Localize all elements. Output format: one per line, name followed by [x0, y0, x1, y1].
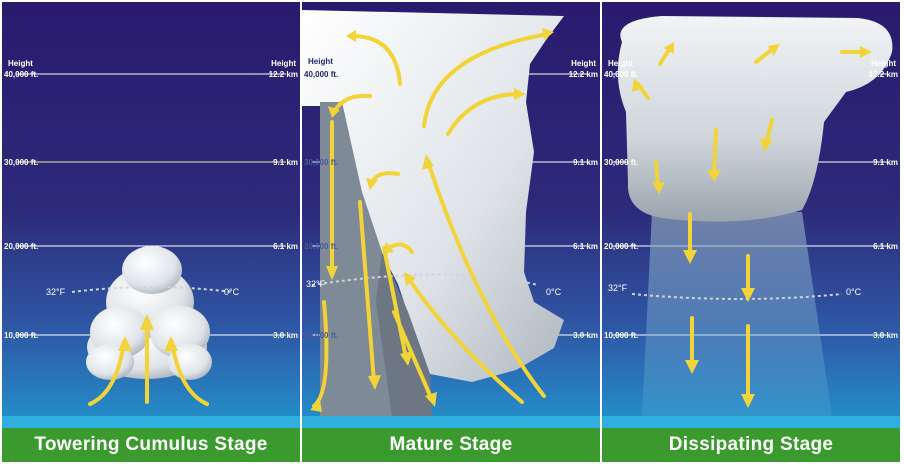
height-label-left: Height — [8, 59, 33, 68]
freezing-f-label: 32°F — [46, 287, 66, 297]
mature-illustration — [302, 2, 600, 462]
level-10k-ft: 10,000 ft. — [4, 331, 39, 340]
freezing-f-label: 32°F — [608, 283, 628, 293]
level-40k-ft: 40,000 ft. — [4, 70, 39, 79]
level-20k-km: 6.1 km — [873, 242, 898, 251]
freezing-level — [71, 286, 233, 293]
level-40k-ft: 40,000 ft. — [604, 70, 639, 79]
freezing-c-label: 0°C — [846, 287, 862, 297]
level-10k-ft: 10,000 ft. — [304, 331, 339, 340]
height-label-right: Height — [871, 59, 896, 68]
level-30k-km: 9.1 km — [873, 158, 898, 167]
level-10k-km: 3.0 km — [873, 331, 898, 340]
arrowheads — [310, 28, 554, 412]
dissipating-illustration — [602, 2, 900, 462]
level-30k-km: 9.1 km — [273, 158, 298, 167]
anvil-cloud — [302, 10, 564, 382]
level-20k-km: 6.1 km — [573, 242, 598, 251]
ground — [302, 416, 600, 428]
arrowheads — [632, 42, 872, 408]
ground — [602, 416, 900, 428]
stage-title: Mature Stage — [302, 428, 600, 462]
sky — [2, 2, 300, 462]
level-40k-km: 12.2 km — [568, 70, 598, 79]
updraft-downdraft-arrows — [312, 32, 550, 408]
level-30k-ft: 30,000 ft. — [604, 158, 639, 167]
stage-title: Towering Cumulus Stage — [2, 428, 300, 462]
level-10k-km: 3.0 km — [573, 331, 598, 340]
panel-dissipating: Height Height 40,000 ft. 12.2 km 30,000 … — [602, 2, 900, 462]
height-label-left: Height — [608, 59, 633, 68]
level-30k-ft: 30,000 ft. — [304, 158, 339, 167]
height-label-right: Height — [571, 59, 596, 68]
level-10k-ft: 10,000 ft. — [604, 331, 639, 340]
level-30k-ft: 30,000 ft. — [4, 158, 39, 167]
towering-cumulus-illustration — [2, 2, 300, 462]
level-40k-ft: 40,000 ft. — [304, 70, 339, 79]
stage-title: Dissipating Stage — [602, 428, 900, 462]
level-30k-km: 9.1 km — [573, 158, 598, 167]
panel-mature: Height Height 40,000 ft. 12.2 km 30,000 … — [302, 2, 600, 462]
height-label-left: Height — [308, 57, 333, 66]
level-20k-ft: 20,000 ft. — [4, 242, 39, 251]
level-10k-km: 3.0 km — [273, 331, 298, 340]
freezing-c-label: 0°C — [546, 287, 562, 297]
level-20k-ft: 20,000 ft. — [604, 242, 639, 251]
rain-column — [642, 212, 832, 416]
freezing-level — [631, 293, 843, 300]
updraft-arrowheads — [118, 314, 178, 351]
level-40k-km: 12.2 km — [868, 70, 898, 79]
ground — [2, 416, 300, 428]
freezing-f-label: 32°F — [306, 279, 326, 289]
level-20k-ft: 20,000 ft. — [304, 242, 339, 251]
level-20k-km: 6.1 km — [273, 242, 298, 251]
level-40k-km: 12.2 km — [268, 70, 298, 79]
panel-towering-cumulus: Height Height 40,000 ft. 12.2 km 30,000 … — [2, 2, 300, 462]
freezing-c-label: 0°C — [224, 287, 240, 297]
height-label-right: Height — [271, 59, 296, 68]
freezing-level — [311, 273, 539, 286]
dissipating-cloud — [617, 16, 893, 222]
